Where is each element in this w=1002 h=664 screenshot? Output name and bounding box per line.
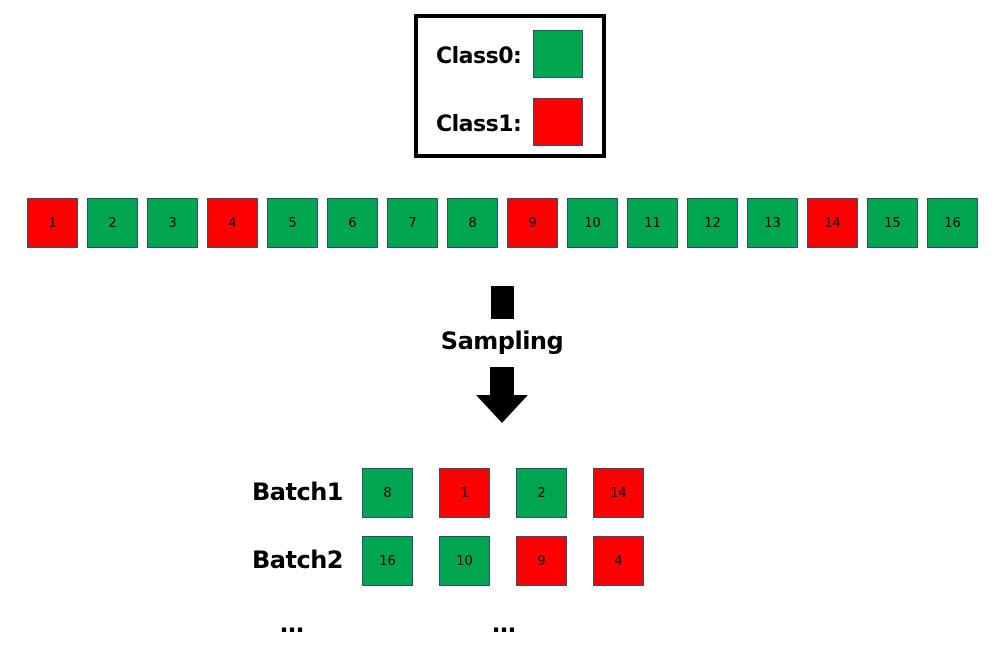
batch-cell: 9 [516, 536, 567, 586]
sequence-cell: 3 [147, 198, 198, 248]
sampling-label: Sampling [440, 327, 564, 355]
sequence-cell: 15 [867, 198, 918, 248]
legend-class0-swatch [533, 30, 583, 78]
sequence-cell: 14 [807, 198, 858, 248]
sequence-cell: 11 [627, 198, 678, 248]
arrow-stem [491, 286, 514, 319]
batch-cell: 14 [593, 468, 644, 518]
legend-class1-label: Class1: [436, 112, 522, 137]
ellipsis-right: … [492, 610, 516, 638]
batch-cell: 10 [439, 536, 490, 586]
legend-class0-label: Class0: [436, 44, 522, 69]
sequence-cell: 4 [207, 198, 258, 248]
sequence-cell: 12 [687, 198, 738, 248]
sequence-cell: 6 [327, 198, 378, 248]
sequence-cell: 2 [87, 198, 138, 248]
batch-cell: 16 [362, 536, 413, 586]
batch-cell: 2 [516, 468, 567, 518]
legend-box: Class0: Class1: [414, 14, 606, 158]
sequence-cell: 16 [927, 198, 978, 248]
batch-cell: 4 [593, 536, 644, 586]
batch-cell: 1 [439, 468, 490, 518]
sequence-cell: 10 [567, 198, 618, 248]
sequence-cell: 9 [507, 198, 558, 248]
batch1-label: Batch1 [252, 478, 343, 506]
sequence-cell: 13 [747, 198, 798, 248]
sequence-cell: 8 [447, 198, 498, 248]
arrow-down-icon [476, 367, 528, 423]
sequence-cell: 5 [267, 198, 318, 248]
sequence-cell: 1 [27, 198, 78, 248]
ellipsis-left: … [280, 610, 304, 638]
batch2-label: Batch2 [252, 546, 343, 574]
legend-class1-swatch [533, 98, 583, 146]
batch-cell: 8 [362, 468, 413, 518]
sequence-cell: 7 [387, 198, 438, 248]
